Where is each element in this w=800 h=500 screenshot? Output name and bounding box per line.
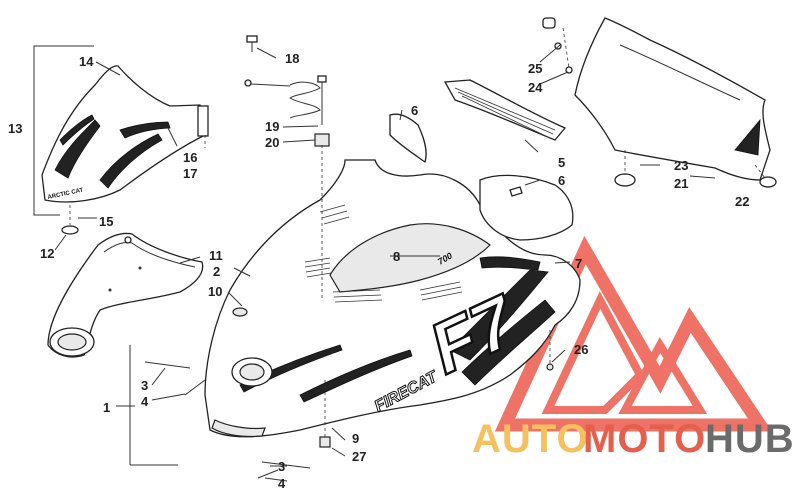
callout-10: 10 xyxy=(208,284,222,299)
callout-21: 21 xyxy=(674,176,688,191)
callout-8: 8 xyxy=(393,249,400,264)
hardware xyxy=(61,17,777,479)
callout-20: 20 xyxy=(265,135,279,150)
dashed-leaders xyxy=(69,27,766,437)
callout-9: 9 xyxy=(352,431,359,446)
callout-3b: 3 xyxy=(278,459,285,474)
watermark-text: AUTO MOTO HUB xyxy=(472,417,795,461)
callout-1: 1 xyxy=(103,400,110,415)
part-5-strip xyxy=(443,79,567,141)
part-11-tray xyxy=(47,232,204,358)
callout-7: 7 xyxy=(575,256,582,271)
callout-4a: 4 xyxy=(141,394,149,409)
callout-27: 27 xyxy=(352,449,366,464)
callout-16: 16 xyxy=(183,150,197,165)
callout-18: 18 xyxy=(285,51,299,66)
callout-17: 17 xyxy=(183,166,197,181)
bracket-13 xyxy=(33,45,94,216)
part-14-deflector: ARCTIC CAT xyxy=(41,65,209,203)
callout-19: 19 xyxy=(265,119,279,134)
callout-6a: 6 xyxy=(411,103,418,118)
callout-12: 12 xyxy=(40,246,54,261)
callout-labels: 14 13 16 17 15 12 11 2 10 18 19 20 6 5 6… xyxy=(8,51,749,491)
part-6-small-panel xyxy=(389,113,427,164)
callout-15: 15 xyxy=(99,214,113,229)
callout-25: 25 xyxy=(528,61,542,76)
callout-4b: 4 xyxy=(278,476,286,491)
watermark-moto: MOTO xyxy=(583,417,706,461)
callout-24: 24 xyxy=(528,80,543,95)
part-6-side-panel xyxy=(479,174,574,241)
callout-23: 23 xyxy=(674,158,688,173)
part-21-windshield xyxy=(574,17,771,181)
callout-13: 13 xyxy=(8,121,22,136)
callout-26: 26 xyxy=(574,342,588,357)
callout-14: 14 xyxy=(79,54,94,69)
part-2-hood: F7 FIRECAT 700 xyxy=(204,159,581,438)
watermark-auto: AUTO xyxy=(472,417,589,461)
callout-2: 2 xyxy=(213,264,220,279)
callout-11: 11 xyxy=(209,248,223,263)
callout-22: 22 xyxy=(735,194,749,209)
callout-6b: 6 xyxy=(558,173,565,188)
callout-5: 5 xyxy=(558,155,565,170)
leader-lines xyxy=(54,44,716,482)
callout-3a: 3 xyxy=(141,378,148,393)
watermark-hub: HUB xyxy=(705,417,795,461)
